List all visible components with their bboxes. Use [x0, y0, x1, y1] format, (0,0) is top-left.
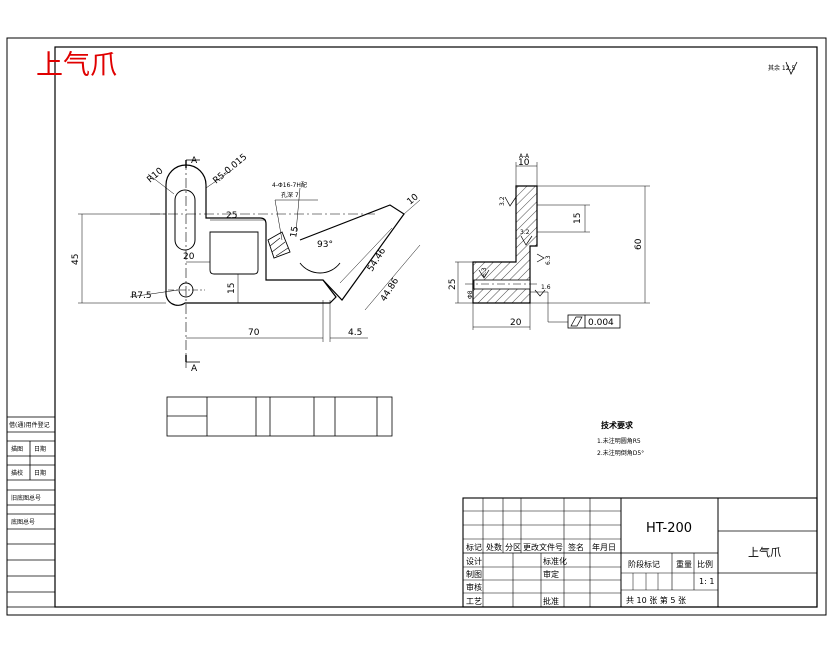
- drawing-title: 上气爪: [36, 50, 117, 81]
- dim-45: 45: [71, 254, 81, 265]
- side-cell-trace: 描图: [11, 445, 23, 453]
- sec-dim-20-label: 20: [510, 318, 522, 328]
- side-cell-date2: 日期: [34, 469, 46, 477]
- dim-93: 93°: [317, 240, 333, 250]
- section-label: A-A: [519, 153, 530, 160]
- tb-header-sign: 签名: [568, 542, 584, 552]
- tb-header-change: 更改文件号: [523, 542, 563, 552]
- section-mark-top: A: [191, 156, 198, 166]
- dim-10: 10: [406, 192, 421, 207]
- roughness-note: 其余 12.5: [768, 64, 795, 72]
- dim-line-15b: [295, 187, 301, 233]
- tb-drawing-no: HT-200: [646, 521, 692, 536]
- dim-25: 25: [226, 211, 237, 221]
- dim-r75: R7.5: [131, 291, 152, 301]
- tb-header-count: 处数: [486, 542, 502, 552]
- dim-15: 15: [227, 283, 237, 294]
- dim-4486: 44.86: [379, 276, 401, 303]
- tb-review: 审核: [466, 582, 482, 592]
- section-hole: [473, 279, 531, 290]
- tb-scale-value: 1: 1: [699, 577, 714, 586]
- outer-frame: [6, 37, 827, 616]
- dim-45b: 4.5: [348, 328, 362, 338]
- leader-r5: [205, 169, 233, 189]
- hole-note: 4-Φ16-7H配: [272, 182, 307, 189]
- parts-table-frame: [166, 396, 393, 437]
- leader-hole-note: [274, 199, 283, 241]
- parts-table: [166, 396, 393, 437]
- slot-outline: [174, 189, 196, 251]
- dim-70: 70: [248, 328, 260, 338]
- side-table-frame: [6, 416, 56, 608]
- side-table: [6, 416, 56, 608]
- leader-r10: [147, 173, 175, 195]
- tb-ratify: 批准: [543, 596, 559, 606]
- section-mark-bottom: A: [191, 364, 198, 374]
- sec-dim-32b: 3.2: [520, 229, 530, 236]
- sec-dim-10-label: 10: [518, 158, 530, 168]
- tb-header-mark: 标记: [466, 542, 482, 552]
- tb-part-name: 上气爪: [748, 545, 781, 559]
- tb-header-date: 年月日: [592, 542, 616, 552]
- side-cell-old-no: 旧底图总号: [11, 494, 41, 502]
- roughness-mark: [520, 235, 533, 246]
- sec-dim-63b: 6.3: [545, 255, 552, 265]
- dim-r10: R10: [146, 166, 166, 185]
- tolerance-value: 0.004: [588, 318, 614, 328]
- side-cell-base-no: 底图总号: [11, 518, 35, 526]
- dim-line-5446: [339, 227, 393, 284]
- tb-approve: 审定: [543, 569, 559, 579]
- pocket-outline: [209, 231, 259, 275]
- sec-dim-32a: 3.2: [499, 196, 506, 206]
- part-outline: [165, 164, 337, 306]
- tolerance-frame: [567, 314, 621, 329]
- tb-process: 工艺: [466, 597, 482, 606]
- tb-drawing: 制图: [466, 569, 482, 579]
- inner-frame: [54, 46, 818, 608]
- tech-req-item-1: 1.未注明圆角R5: [597, 437, 641, 445]
- title-block: [462, 497, 818, 608]
- dim-line-10: [403, 199, 421, 215]
- side-cell-borrow: 借(通)用件登记: [9, 421, 50, 429]
- dim-5446: 54.46: [366, 246, 388, 273]
- hatch-line: [275, 247, 289, 257]
- hatch-line: [269, 237, 281, 247]
- jaw-arc: [299, 262, 341, 274]
- roughness-mark: [504, 196, 517, 207]
- side-cell-date1: 日期: [34, 445, 46, 453]
- roughness-symbol: [785, 61, 798, 75]
- tb-header-zone: 分区: [505, 543, 521, 552]
- sec-dim-d8: Φ8: [467, 290, 474, 299]
- tech-req-heading: 技术要求: [601, 420, 634, 430]
- dim-15b: 15: [289, 226, 301, 239]
- sec-dim-25-label: 25: [448, 279, 458, 290]
- tb-scale: 比例: [697, 559, 713, 569]
- title-block-frame: [462, 497, 818, 608]
- side-cell-check: 描校: [11, 469, 23, 477]
- sec-dim-63: 6.3: [481, 267, 488, 277]
- dim-r5: R5-0.015: [212, 152, 250, 186]
- roughness-mark: [534, 289, 546, 297]
- cylindricity-icon: [570, 316, 583, 327]
- sec-dim-60-label: 60: [634, 238, 644, 250]
- tb-sheets: 共 10 张 第 5 张: [626, 595, 686, 605]
- tb-standard: 标准化: [543, 556, 567, 566]
- leader-r75: [129, 289, 179, 298]
- section-view: [455, 162, 650, 330]
- dim-20: 20: [183, 252, 195, 262]
- roughness-mark: [478, 269, 490, 279]
- tech-req-item-2: 2.未注明倒角D5°: [597, 449, 644, 457]
- hatch-line: [271, 241, 286, 253]
- sec-dim-15-label: 15: [573, 213, 583, 224]
- tb-stage: 阶段标记: [628, 559, 660, 569]
- dim-line-4486: [364, 244, 421, 311]
- roughness-mark: [536, 253, 545, 263]
- tb-weight: 重量: [676, 559, 692, 569]
- hole-note-depth: 孔深 7: [281, 191, 299, 199]
- tb-design: 设计: [466, 556, 482, 566]
- front-view: [78, 159, 421, 368]
- sec-dim-16: 1.6: [541, 284, 551, 291]
